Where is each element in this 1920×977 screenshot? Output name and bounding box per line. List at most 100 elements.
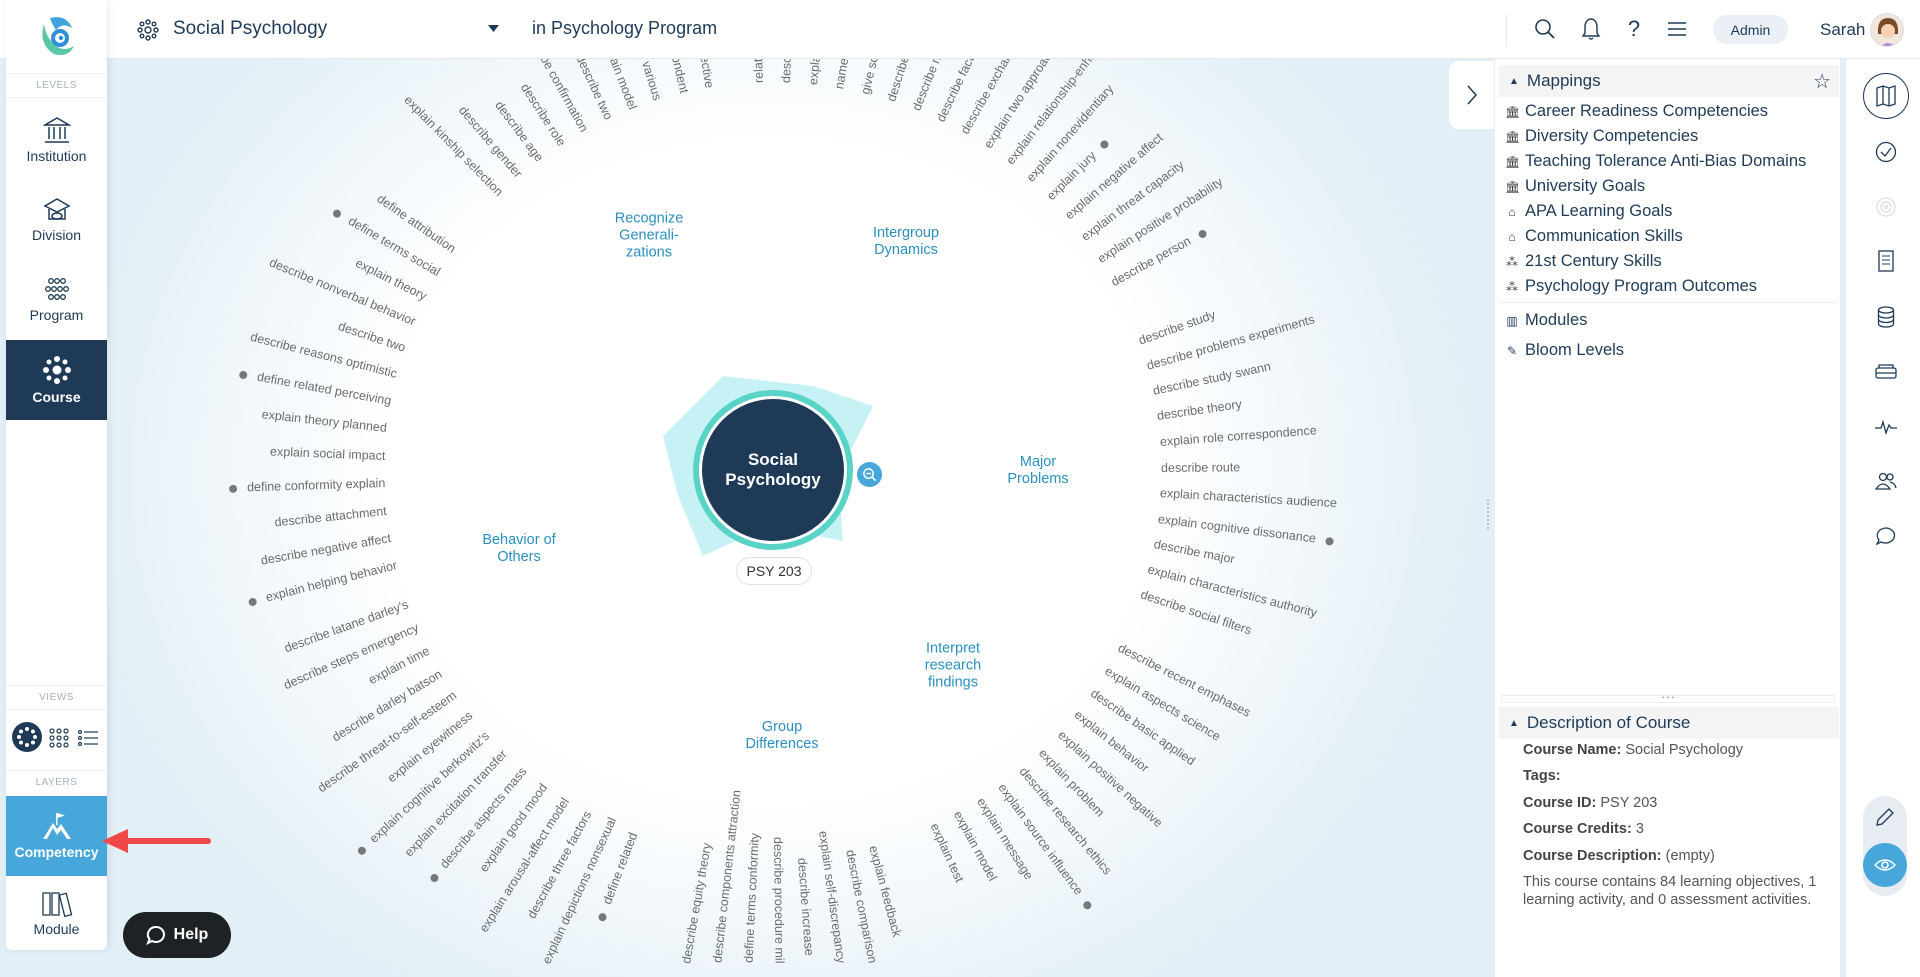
learning-objective[interactable]: define terms conformity (741, 833, 761, 963)
learning-objective[interactable]: name v (832, 59, 853, 90)
learning-objective[interactable]: describe attachment (274, 504, 387, 529)
users-button[interactable] (1868, 463, 1904, 499)
learning-objective[interactable]: describe person (1109, 220, 1218, 289)
help-question-button[interactable]: ? (1621, 16, 1647, 42)
help-button[interactable]: Help (123, 912, 231, 958)
learning-objective[interactable]: describe equity theory (680, 842, 715, 965)
modules-link[interactable]: ▥Modules (1505, 311, 1587, 330)
objective-label: explain (805, 59, 824, 86)
header-divider (1506, 14, 1507, 46)
mapping-item[interactable]: ⁂Psychology Program Outcomes (1505, 277, 1757, 296)
division-icon: ⌂ (1508, 204, 1516, 219)
learning-objective[interactable]: explain theory planned (261, 408, 388, 436)
mapping-item[interactable]: ⁂21st Century Skills (1505, 252, 1662, 271)
learning-objective[interactable]: be various (634, 59, 664, 102)
credits-row: Course Credits: 3 (1523, 821, 1644, 837)
view-radial-button[interactable] (12, 722, 42, 752)
learning-objective[interactable]: describe i (884, 59, 914, 103)
learning-objective[interactable]: describe components attraction (710, 789, 743, 963)
main-menu-button[interactable] (1664, 16, 1690, 42)
learning-objective[interactable]: give sch (858, 59, 882, 96)
level-institution[interactable]: Institution (6, 100, 107, 180)
center-course-node[interactable]: Social Psychology (693, 390, 853, 550)
mapping-item[interactable]: ⌂APA Learning Goals (1505, 202, 1672, 221)
course-icon (137, 19, 159, 41)
list-view-icon[interactable] (78, 730, 98, 746)
mapping-item[interactable]: 🏛Career Readiness Competencies (1505, 102, 1768, 121)
competency-map-canvas[interactable]: Social Psychology PSY 203 Recognize Gene… (0, 59, 1494, 977)
learning-objective[interactable]: describe nonverbal behavior (267, 256, 417, 329)
learning-objective[interactable]: explain characteristics audience (1160, 486, 1338, 510)
category-intergroup-dynamics[interactable]: Intergroup Dynamics (872, 225, 940, 258)
fingerprint-button[interactable] (1868, 189, 1904, 225)
grid-view-icon[interactable] (49, 728, 69, 748)
level-division[interactable]: Division (6, 180, 107, 260)
database-button[interactable] (1868, 299, 1904, 335)
learning-objective[interactable]: explain role correspondence (1159, 423, 1317, 449)
view-button[interactable] (1863, 843, 1907, 887)
learning-objective[interactable]: related (751, 59, 766, 83)
user-avatar[interactable] (1870, 13, 1904, 47)
learning-objective[interactable]: explain (806, 59, 824, 86)
learning-objective[interactable]: explain social impact (270, 444, 386, 462)
institution-icon: 🏛 (1505, 179, 1521, 194)
category-interpret-research-findings[interactable]: Interpret research findings (924, 640, 982, 691)
layer-module[interactable]: Module (6, 878, 107, 950)
mapping-item[interactable]: 🏛Teaching Tolerance Anti-Bias Domains (1505, 152, 1806, 171)
star-icon[interactable]: ☆ (1813, 70, 1831, 93)
panel-split-handle[interactable]: • • • (1501, 694, 1835, 703)
activity-button[interactable] (1868, 409, 1904, 445)
level-course[interactable]: Course (6, 340, 107, 420)
category-recognize-generalizations[interactable]: Recognize Generali- zations (614, 210, 684, 261)
learning-objective[interactable]: define conformity explain (219, 476, 386, 495)
learning-objective[interactable]: describe negative affect (260, 531, 392, 568)
mapping-item[interactable]: 🏛University Goals (1505, 177, 1645, 196)
right-icon-rail (1851, 59, 1920, 977)
learning-objective[interactable]: describe (779, 59, 795, 83)
zoom-out-button[interactable] (857, 462, 882, 487)
mapping-item[interactable]: ⌂Communication Skills (1505, 227, 1682, 246)
learning-objective[interactable]: describe theory (1156, 397, 1243, 423)
cards-button[interactable] (1868, 353, 1904, 389)
bloom-levels-link[interactable]: ✎Bloom Levels (1505, 341, 1624, 360)
learning-objective[interactable]: describe route (1161, 460, 1240, 475)
comments-button[interactable] (1868, 518, 1904, 554)
description-header[interactable]: ▲ Description of Course (1499, 707, 1839, 739)
learning-objective[interactable]: describe increase (795, 857, 816, 956)
edit-button[interactable] (1867, 799, 1903, 835)
notifications-button[interactable] (1578, 16, 1604, 42)
admin-badge[interactable]: Admin (1713, 15, 1788, 44)
learning-objective[interactable]: pective (696, 59, 716, 89)
help-label: Help (173, 926, 209, 943)
user-name[interactable]: Sarah (1820, 20, 1866, 39)
app-logo[interactable] (36, 14, 78, 58)
objective-label: define related perceiving (256, 369, 393, 409)
learning-objective[interactable]: describe procedure mil (771, 837, 787, 964)
course-selector[interactable]: Social Psychology (173, 18, 328, 39)
check-button[interactable] (1868, 134, 1904, 170)
mappings-title: Mappings (1526, 71, 1601, 90)
category-major-problems[interactable]: Major Problems (1007, 454, 1069, 487)
layer-competency[interactable]: Competency (6, 796, 107, 876)
level-program[interactable]: Program (6, 260, 107, 340)
dropdown-caret-icon[interactable] (488, 25, 499, 33)
search-button[interactable] (1532, 16, 1558, 42)
learning-objective[interactable]: describe latane darley's (283, 597, 411, 655)
category-group-differences[interactable]: Group Differences (745, 719, 819, 752)
collapse-panel-tab[interactable] (1449, 61, 1494, 129)
category-behavior-of-others[interactable]: Behavior of Others (482, 532, 556, 565)
panel-resize-handle[interactable] (1487, 499, 1491, 529)
learning-objective[interactable]: describe major (1153, 537, 1236, 566)
learning-objective[interactable]: explain helping behavior (237, 558, 398, 611)
eye-icon (1874, 859, 1896, 871)
mapping-label: Career Readiness Competencies (1525, 102, 1769, 120)
mapping-item[interactable]: 🏛Diversity Competencies (1505, 127, 1698, 146)
learning-objective[interactable]: describe two (336, 319, 407, 355)
chevron-right-icon (1466, 85, 1477, 105)
map-view-button[interactable] (1863, 73, 1909, 119)
objective-label: describe two (336, 319, 408, 355)
document-button[interactable] (1868, 243, 1904, 279)
mappings-header[interactable]: ▲ Mappings ☆ (1499, 65, 1839, 97)
learning-objective[interactable]: spondent (666, 59, 691, 95)
objective-label: describe route (1160, 459, 1241, 475)
